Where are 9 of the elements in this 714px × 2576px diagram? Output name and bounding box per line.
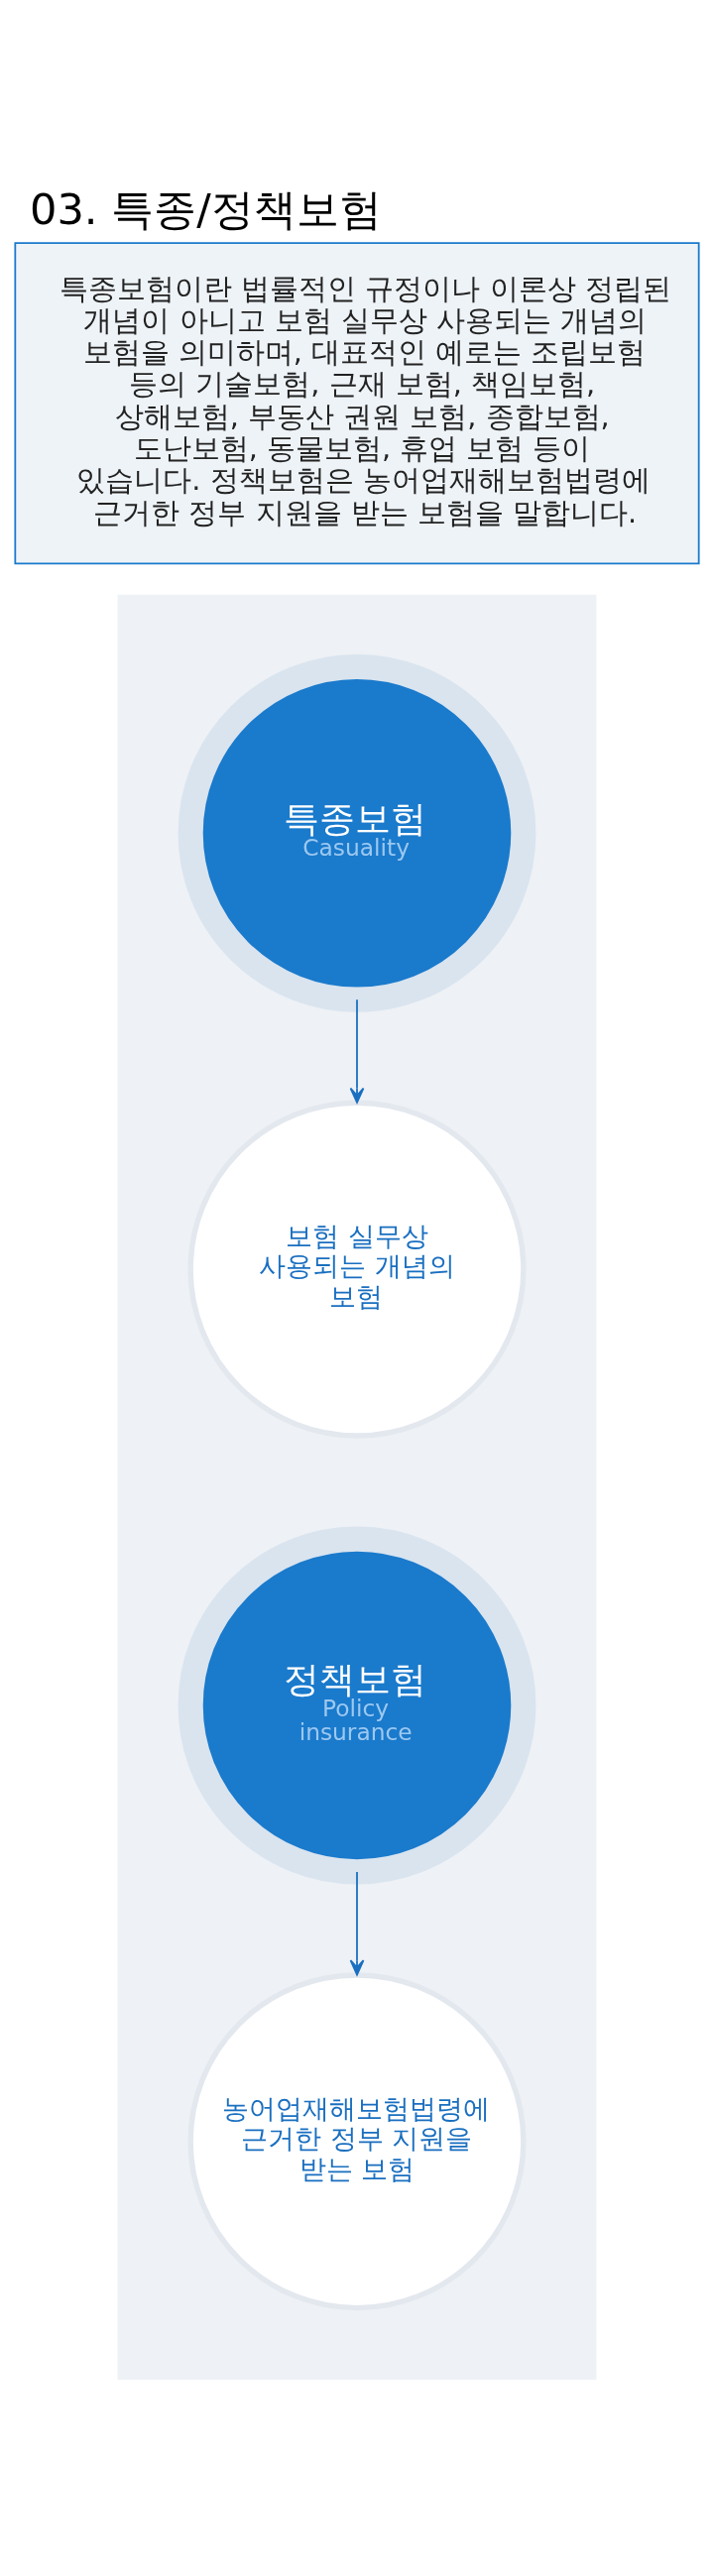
node-circle: 농어업재해보험법령에 근거한 정부 지원을 받는 보험 <box>187 1972 527 2311</box>
node-circle: 정책보험 Policy insurance <box>178 1526 536 1885</box>
arrow <box>349 1871 365 1976</box>
node-circle: 보험 실무상 사용되는 개념의 보험 <box>187 1100 527 1439</box>
node-box: 특종보험이란 법률적인 규정이나 이론상 정립된 개념이 아니고 보험 실무상 사용되는 개념의 보험을 의미하며, 대표적인 예로는 조립보험 등의 기술보험, 근재 보험, 책임보험, 상해보험, 부동산 권원 보험, 종합보험, 도난보험, 동물보험, 휴업 보험 등이 있습니다. 정책보험은 농어업재해보험법령에 근거한 정부 지원을 받는 보험을 말합니다. <box>14 242 700 565</box>
node-circle: 특종보험 Casuality <box>178 653 536 1012</box>
cluster <box>117 594 597 2381</box>
arrow <box>349 998 365 1104</box>
diagram-title: 03. 특종/정책보험 <box>30 183 382 234</box>
